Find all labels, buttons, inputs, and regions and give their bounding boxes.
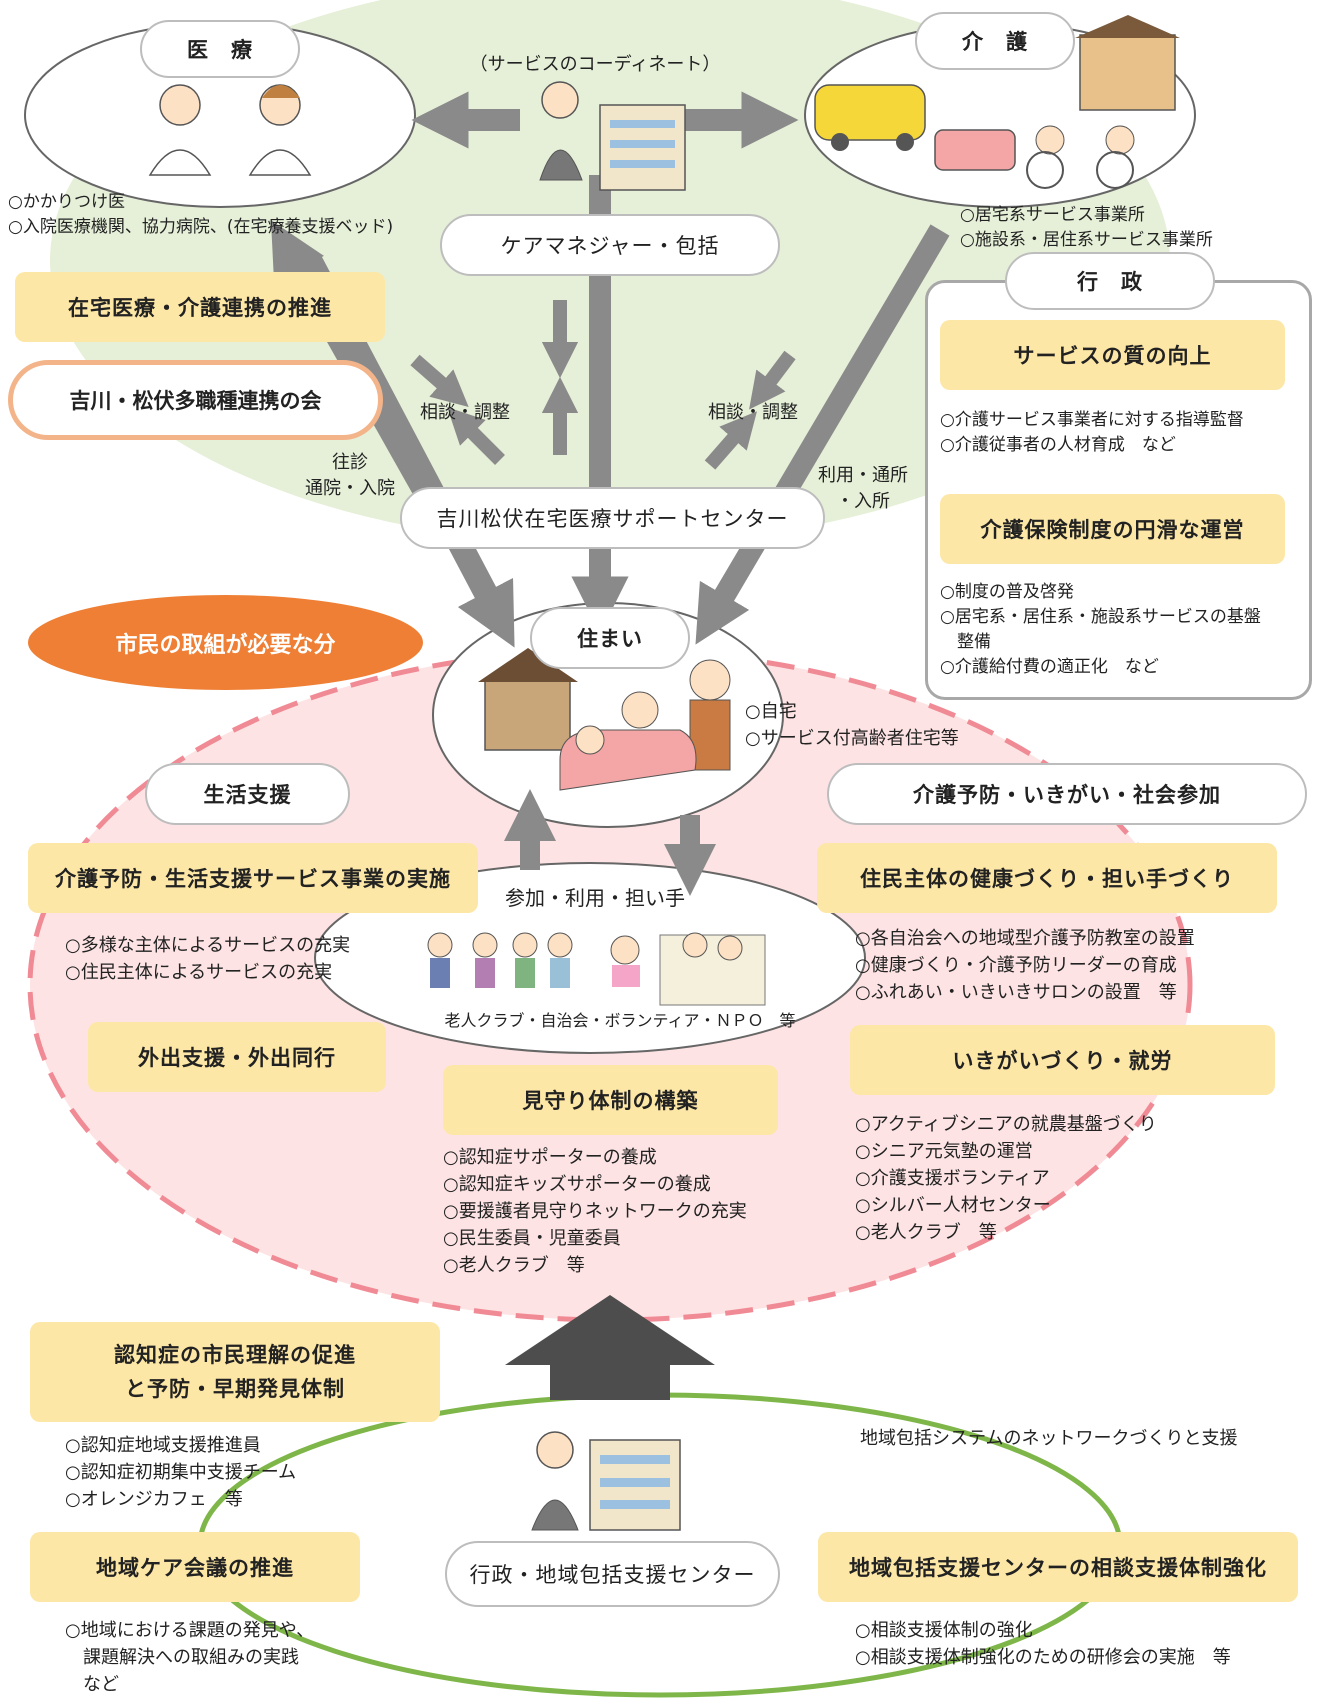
participation-illustration bbox=[427, 932, 766, 1006]
life-support-items: ○多様な主体によるサービスの充実 ○住民主体によるサービスの充実 bbox=[65, 935, 351, 983]
medical-items: ○かかりつけ医 ○入院医療機関、協力病院、(在宅療養支援ベッド) bbox=[8, 192, 394, 237]
housing-items: ○自宅 ○サービス付高齢者住宅等 bbox=[745, 701, 959, 749]
admin-center-label: 行政・地域包括支援センター bbox=[445, 1541, 780, 1607]
outing-support: 外出支援・外出同行 bbox=[88, 1022, 386, 1092]
admin-center-network: 地域包括システムのネットワークづくりと支援 bbox=[860, 1428, 1238, 1449]
arrow-consult-1 bbox=[410, 354, 469, 407]
insurance-operation-items: ○制度の普及啓発 ○居宅系・居住系・施設系サービスの基盤 整備 ○介護給付費の適… bbox=[940, 582, 1261, 677]
life-support-service: 介護予防・生活支援サービス事業の実施 bbox=[28, 843, 478, 913]
service-quality-items: ○介護サービス事業者に対する指導監督 ○介護従事者の人材育成 など bbox=[940, 410, 1244, 455]
dementia-box: 認知症の市民理解の促進 と予防・早期発見体制 bbox=[30, 1322, 440, 1422]
care-items: ○居宅系サービス事業所 ○施設系・居住系サービス事業所 bbox=[960, 205, 1213, 250]
care-manager-illustration bbox=[539, 81, 686, 191]
visit-label: 往診 通院・入院 bbox=[305, 452, 395, 499]
use-label: 利用・通所 ・入所 bbox=[818, 465, 908, 512]
medical-title: 医 療 bbox=[140, 20, 300, 78]
participation-caption: 老人クラブ・自治会・ボランティア・ＮＰＯ 等 bbox=[444, 1011, 796, 1030]
admin-title: 行 政 bbox=[1005, 252, 1215, 310]
prevention-title: 介護予防・いきがい・社会参加 bbox=[827, 763, 1307, 825]
arrow-consult-6 bbox=[704, 411, 757, 470]
consult-system-box: 地域包括支援センターの相談支援体制強化 bbox=[818, 1532, 1298, 1602]
dementia-items: ○認知症地域支援推進員 ○認知症初期集中支援チーム ○オレンジカフェ 等 bbox=[65, 1435, 297, 1510]
ikigai-items: ○アクティブシニアの就農基盤づくり ○シニア元気塾の運営 ○介護支援ボランティア… bbox=[855, 1114, 1157, 1243]
community-care-items: ○地域における課題の発見や、 課題解決への取組みの実践 など bbox=[65, 1620, 315, 1695]
insurance-operation-box: 介護保険制度の円滑な運営 bbox=[940, 494, 1285, 564]
watch-system-items: ○認知症サポーターの養成 ○認知症キッズサポーターの養成 ○要援護者見守りネット… bbox=[443, 1147, 747, 1276]
multi-profession-meeting: 吉川・松伏多職種連携の会 bbox=[8, 360, 383, 440]
participation-title: 参加・利用・担い手 bbox=[505, 886, 685, 910]
care-manager-label: ケアマネジャー・包括 bbox=[440, 214, 780, 276]
care-title: 介 護 bbox=[915, 12, 1075, 70]
arrow-consult-2 bbox=[447, 407, 505, 465]
admin-center-illustration bbox=[531, 1431, 681, 1531]
doctor-illustration bbox=[148, 84, 312, 176]
coordination-caption: （サービスのコーディネート） bbox=[469, 54, 721, 75]
arrow-admin-up bbox=[505, 1295, 715, 1400]
resident-health-box: 住民主体の健康づくり・担い手づくり bbox=[817, 843, 1277, 913]
consult-right-label: 相談・調整 bbox=[708, 402, 798, 423]
ikigai-box: いきがいづくり・就労 bbox=[850, 1025, 1275, 1095]
resident-health-items: ○各自治会への地域型介護予防教室の設置 ○健康づくり・介護予防リーダーの育成 ○… bbox=[855, 928, 1195, 1003]
consult-system-items: ○相談支援体制の強化 ○相談支援体制強化のための研修会の実施 等 bbox=[855, 1620, 1231, 1668]
arrow-consult-5 bbox=[749, 350, 796, 410]
care-illustration bbox=[814, 15, 1180, 189]
watch-system-box: 見守り体制の構築 bbox=[443, 1065, 778, 1135]
arrow-care-to-housing bbox=[695, 224, 950, 645]
community-care-box: 地域ケア会議の推進 bbox=[30, 1532, 360, 1602]
service-quality-box: サービスの質の向上 bbox=[940, 320, 1285, 390]
consult-left-label: 相談・調整 bbox=[420, 402, 510, 423]
housing-title: 住まい bbox=[530, 607, 690, 669]
life-support-title: 生活支援 bbox=[145, 763, 350, 825]
citizen-effort-label: 市民の取組が必要な分 bbox=[28, 595, 423, 690]
home-care-promotion: 在宅医療・介護連携の推進 bbox=[15, 272, 385, 342]
support-center-label: 吉川松伏在宅医療サポートセンター bbox=[400, 487, 825, 549]
housing-illustration bbox=[478, 648, 731, 791]
